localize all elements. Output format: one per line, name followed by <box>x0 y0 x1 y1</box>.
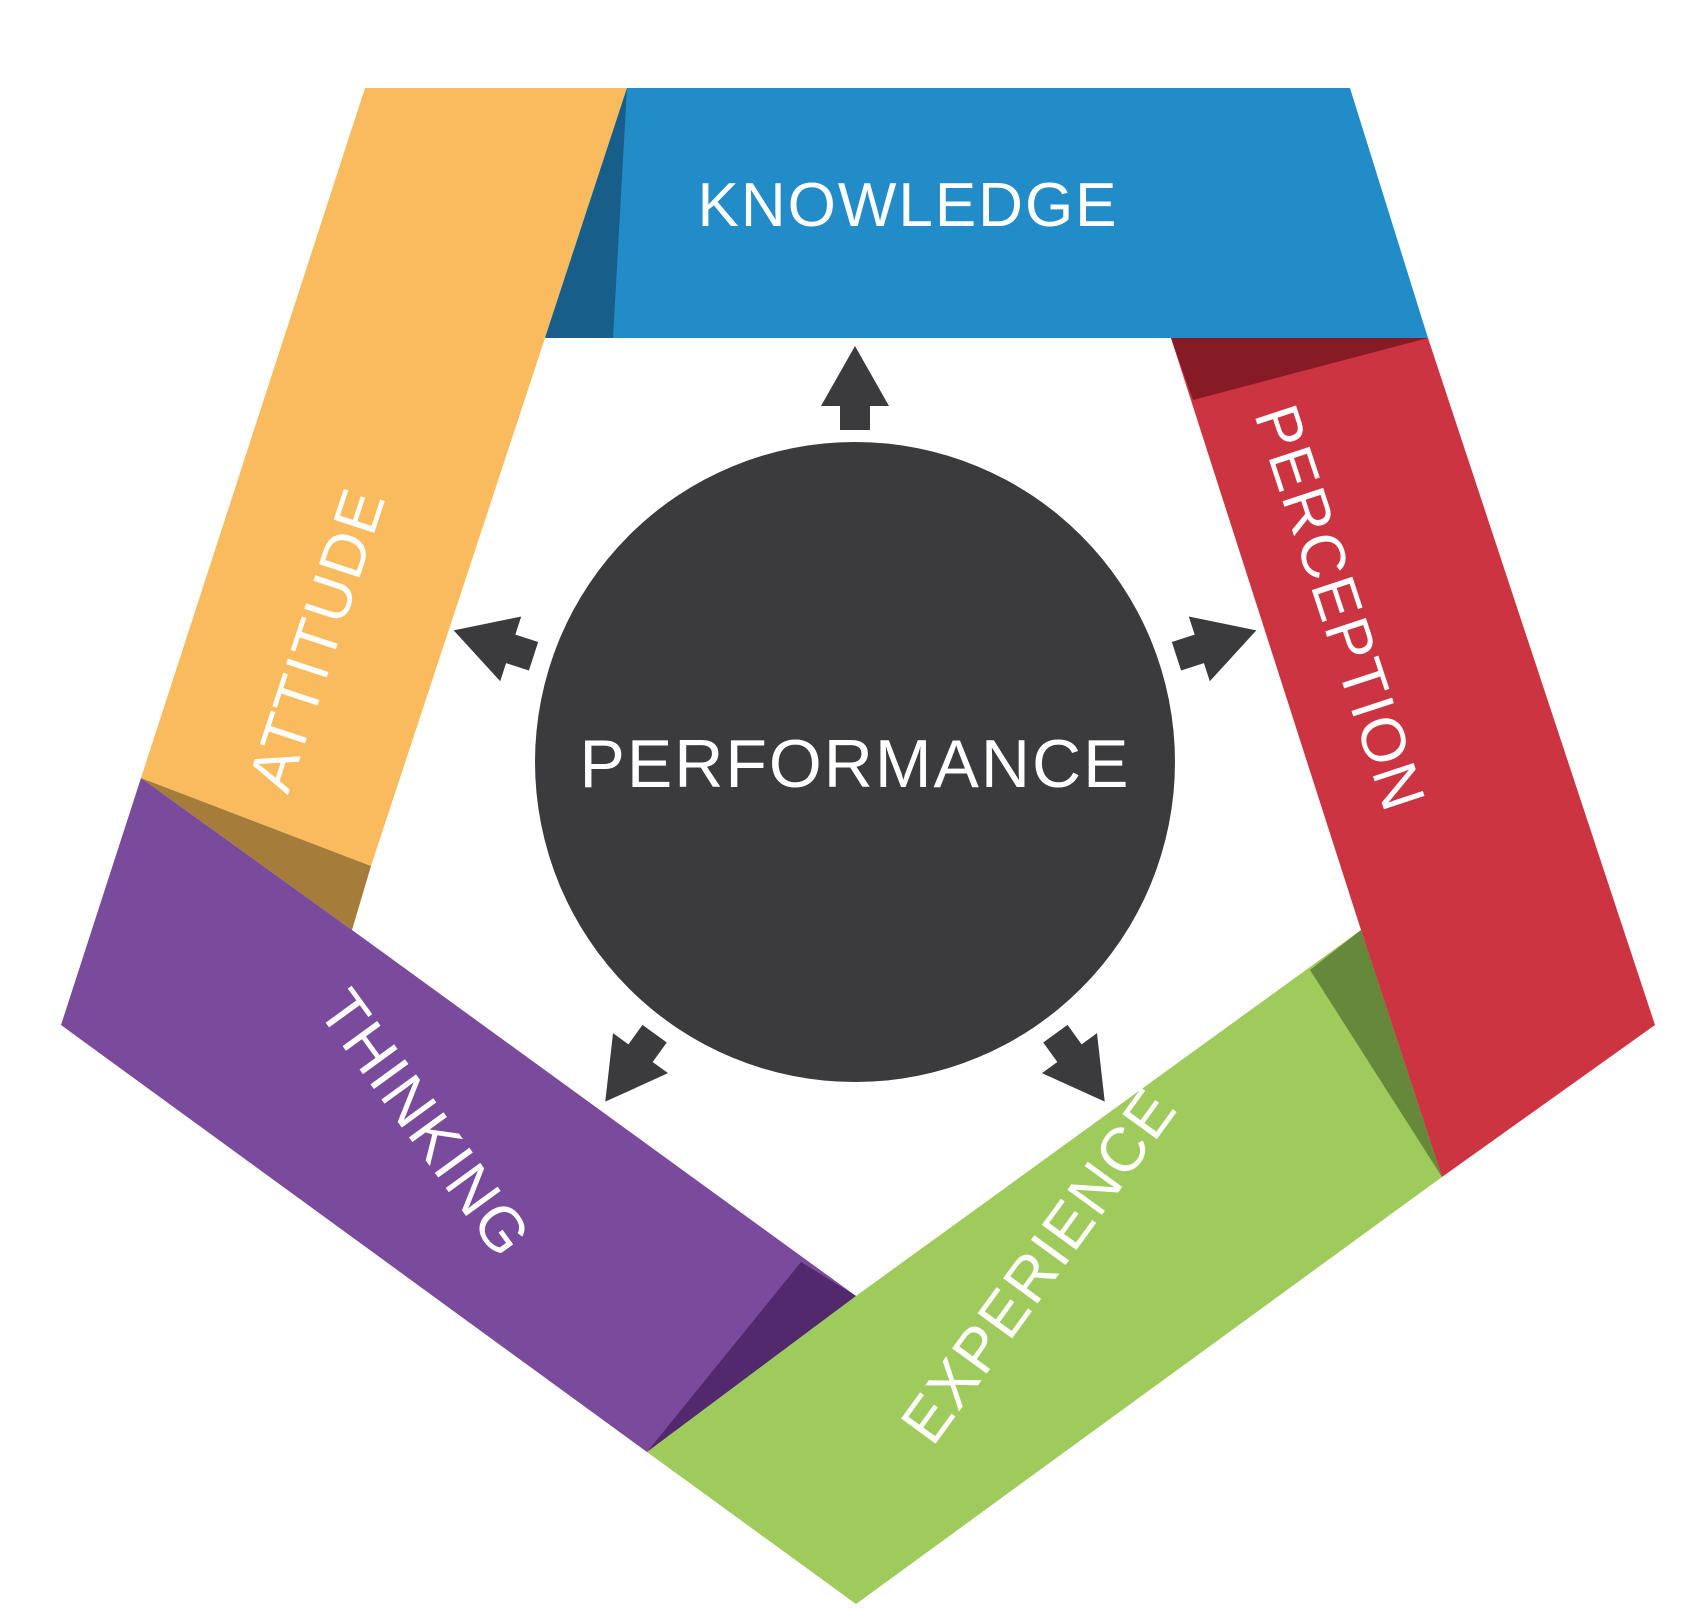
knowledge-label: KNOWLEDGE <box>697 171 1118 240</box>
segment-experience <box>647 930 1442 1604</box>
attitude-band <box>141 88 627 866</box>
arrow-up-icon <box>821 346 889 430</box>
arrow-to-experience <box>1041 1024 1105 1102</box>
knowledge-band <box>545 88 1428 338</box>
arrow-to-perception <box>1171 616 1257 682</box>
experience-band <box>647 930 1442 1604</box>
segment-attitude <box>141 88 627 930</box>
performance-label: PERFORMANCE <box>580 726 1131 802</box>
attitude-shade <box>141 778 371 930</box>
arrow-to-thinking <box>605 1024 669 1102</box>
segment-thinking <box>61 778 856 1452</box>
experience-shade <box>1310 930 1442 1177</box>
knowledge-shade <box>545 88 627 338</box>
arrow-down-right-icon <box>1041 1024 1105 1102</box>
segment-perception <box>1171 338 1655 1177</box>
thinking-band <box>61 778 856 1452</box>
perception-shade <box>1171 338 1428 400</box>
segment-knowledge <box>545 88 1428 338</box>
arrow-right-icon <box>1171 616 1257 682</box>
arrow-left-icon <box>453 616 539 682</box>
arrow-to-knowledge <box>821 346 889 430</box>
perception-band <box>1171 338 1655 1177</box>
thinking-shade <box>647 1262 856 1452</box>
performance-circle <box>535 442 1175 1082</box>
arrow-down-left-icon <box>605 1024 669 1102</box>
arrow-to-attitude <box>453 616 539 682</box>
